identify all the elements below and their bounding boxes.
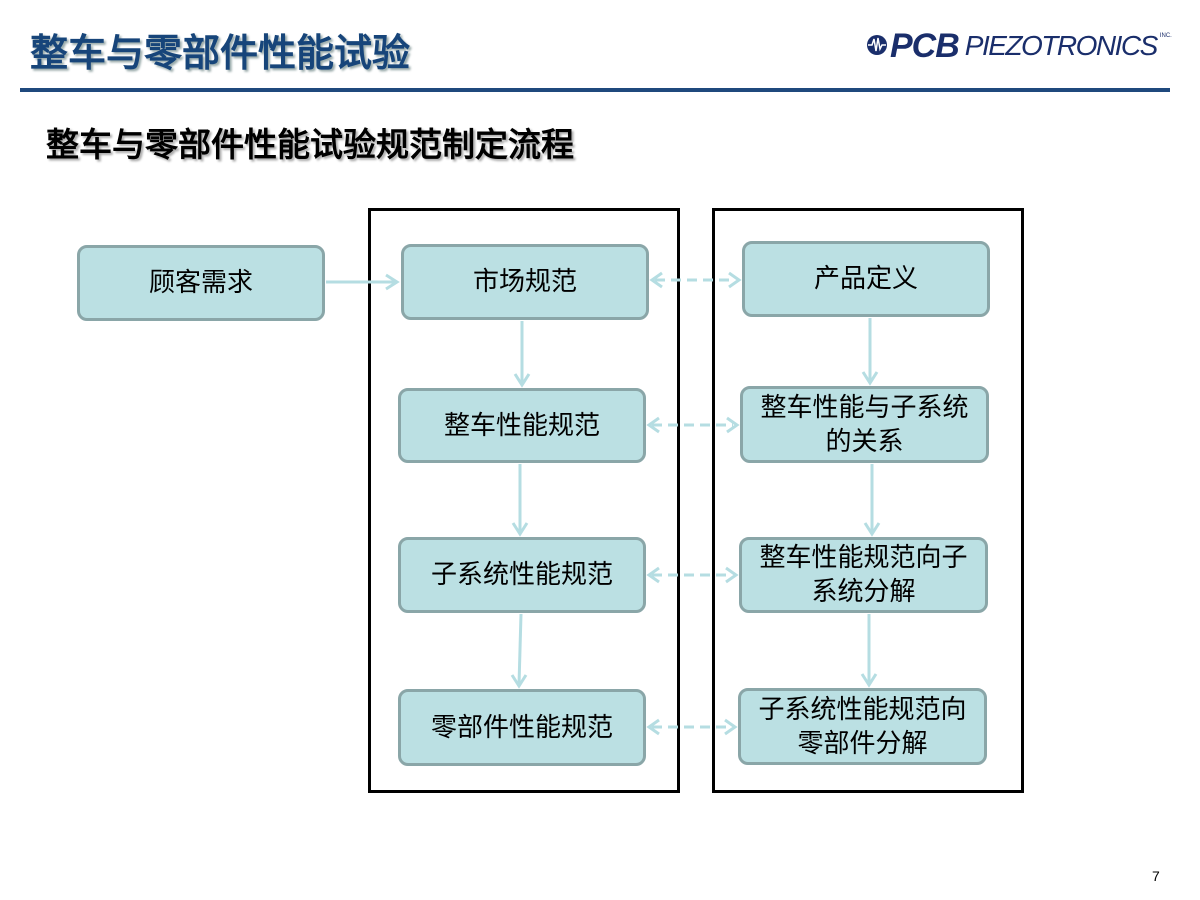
waveform-logo-icon — [867, 35, 887, 55]
box-vehicle-performance-spec: 整车性能规范 — [398, 388, 646, 463]
spec-group-frame — [368, 208, 680, 793]
box-customer-needs: 顾客需求 — [77, 245, 325, 321]
arrow-left-down-3 — [510, 613, 528, 689]
definition-group-frame — [712, 208, 1024, 793]
logo-piezotronics: PIEZOTRONICS — [964, 30, 1159, 61]
box-vehicle-subsystem-relation: 整车性能与子系统的关系 — [740, 386, 989, 463]
arrow-left-down-2 — [511, 464, 529, 537]
box-subsystem-performance-spec: 子系统性能规范 — [398, 537, 646, 613]
box-product-definition: 产品定义 — [742, 241, 990, 317]
header-divider — [20, 88, 1170, 92]
page-number: 7 — [1152, 868, 1160, 884]
arrow-right-down-1 — [861, 318, 879, 386]
section-heading: 整车与零部件性能试验规范制定流程 — [46, 125, 574, 164]
logo-pcb: PCB — [890, 27, 960, 65]
slide-title: 整车与零部件性能试验 — [30, 31, 411, 75]
arrow-left-down-1 — [513, 321, 531, 388]
arrow-right-down-3 — [860, 614, 878, 688]
box-component-performance-spec: 零部件性能规范 — [398, 689, 646, 766]
arrow-customer-to-market — [326, 273, 400, 291]
logo-inc: INC. — [1159, 33, 1172, 39]
arrow-right-down-2 — [863, 464, 881, 537]
box-subsystem-to-component-decomposition: 子系统性能规范向零部件分解 — [738, 688, 987, 765]
box-market-spec: 市场规范 — [401, 244, 649, 320]
box-vehicle-to-subsystem-decomposition: 整车性能规范向子系统分解 — [739, 537, 988, 613]
pcb-logo: PCB PIEZOTRONICS INC. — [866, 28, 1172, 64]
